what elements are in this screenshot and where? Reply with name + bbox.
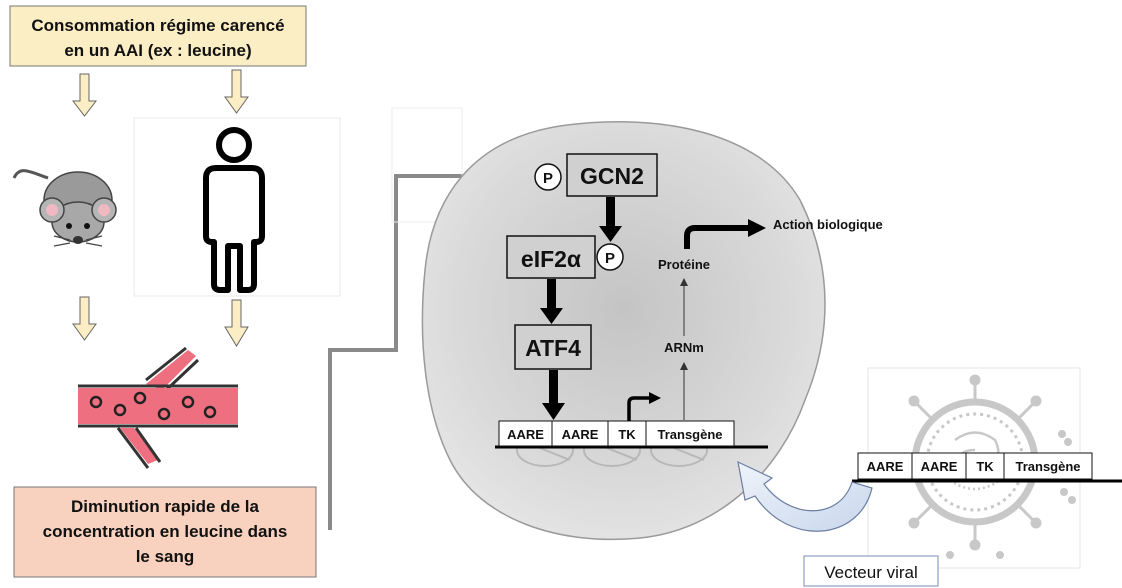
transcription-start-arrow	[627, 392, 661, 421]
arrow-bottom-right	[224, 299, 249, 347]
bottom-box-line3: le sang	[136, 547, 195, 566]
viral-construct-aare-1: AARE	[867, 459, 904, 474]
arrow-atf4-aare	[542, 370, 565, 420]
arrow-top-left	[71, 73, 98, 117]
eif2a-label: eIF2α	[521, 246, 581, 272]
svg-text:P: P	[605, 250, 615, 267]
down-arrows	[71, 69, 249, 347]
thin-arrows	[680, 278, 688, 420]
bottom-box-line2: concentration en leucine dans	[43, 522, 288, 541]
bottom-box: Diminution rapide de la concentration en…	[13, 486, 317, 578]
phospho-eif2a: P	[596, 243, 624, 271]
arrow-eif2a-atf4	[540, 279, 563, 324]
vecteur-viral-label: Vecteur viral	[824, 563, 918, 582]
vecteur-viral-label-box: Vecteur viral	[803, 555, 939, 587]
cell-construct-transgene: Transgène	[657, 427, 722, 442]
person-icon	[133, 117, 341, 297]
gcn2-box: GCN2	[566, 153, 658, 197]
top-box-line1: Consommation régime carencé	[31, 16, 284, 35]
arnm-label: ARNm	[664, 340, 704, 355]
phospho-gcn2: P	[534, 163, 562, 191]
curved-arrow	[737, 460, 873, 532]
construct-cell: AARE AARE TK Transgène	[495, 420, 768, 449]
arrow-top-right	[224, 69, 249, 114]
bottom-box-line1: Diminution rapide de la	[71, 497, 260, 516]
top-box-line2: en un AAI (ex : leucine)	[64, 41, 251, 60]
mouse-icon	[12, 169, 117, 247]
arrow-bottom-left	[72, 296, 97, 341]
gcn2-label: GCN2	[580, 163, 644, 189]
arrow-gcn2-eif2a	[599, 197, 622, 242]
viral-construct-aare-2: AARE	[921, 459, 958, 474]
construct-viral: AARE AARE TK Transgène	[852, 452, 1122, 483]
viral-construct-tk: TK	[976, 459, 994, 474]
viral-construct-transgene: Transgène	[1015, 459, 1080, 474]
cell-construct-aare-1: AARE	[507, 427, 544, 442]
action-biologique-label: Action biologique	[773, 217, 883, 232]
eif2a-box: eIF2α	[506, 235, 596, 279]
top-box: Consommation régime carencé en un AAI (e…	[9, 5, 307, 67]
atf4-box: ATF4	[514, 324, 592, 370]
action-arrow	[684, 219, 766, 249]
cell-construct-aare-2: AARE	[562, 427, 599, 442]
cell-construct-tk: TK	[618, 427, 636, 442]
proteine-label: Protéine	[658, 257, 710, 272]
atf4-label: ATF4	[525, 335, 581, 361]
blood-vessel-icon	[78, 346, 238, 469]
pathway: P GCN2 eIF2α P ATF4	[495, 153, 883, 449]
svg-text:P: P	[543, 170, 553, 187]
